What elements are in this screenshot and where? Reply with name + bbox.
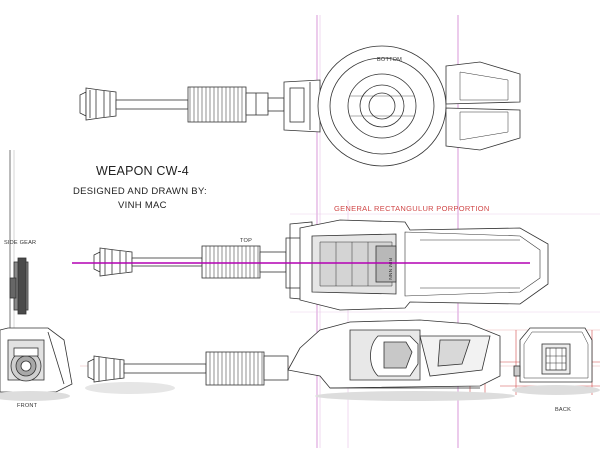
bottom-view [79,45,521,167]
drawing-title: WEAPON CW-4 [96,164,189,178]
view-label-front: FRONT [17,403,38,409]
side-view [85,319,515,401]
designed-by-label: DESIGNED AND DRAWN BY: [73,186,207,197]
view-label-top: TOP [240,238,252,244]
proportion-note: GENERAL RECTANGULUR PORPORTION [334,204,490,213]
view-label-side-gear: SIDE GEAR [4,240,37,246]
designer-name: VINH MAC [118,200,167,211]
view-label-back: BACK [555,407,572,413]
front-view [0,150,73,401]
back-view [512,327,600,395]
view-label-bottom: BOTTOM [377,57,403,63]
top-view [93,219,549,311]
dimension-note: RIM NNN [387,258,392,280]
